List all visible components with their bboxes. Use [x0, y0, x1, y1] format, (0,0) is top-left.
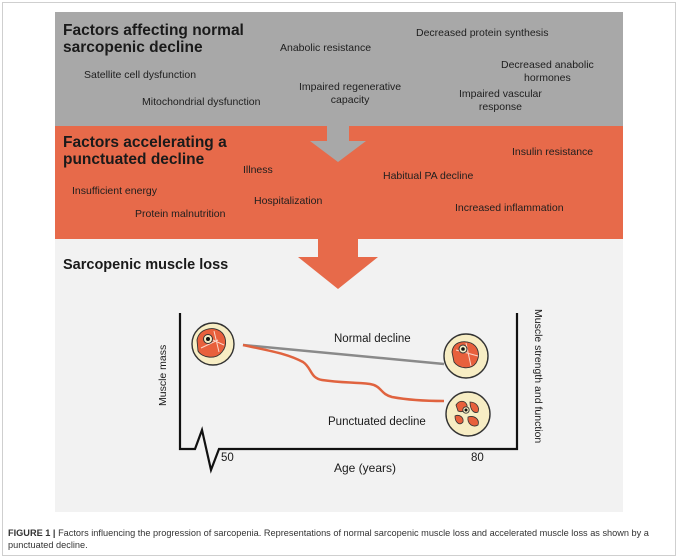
muscle-cross-section-healthy: [191, 322, 235, 366]
hormones-line2: hormones: [524, 72, 571, 84]
normal-heading-line2: sarcopenic decline: [63, 39, 203, 56]
factor-hospitalization: Hospitalization: [254, 195, 323, 207]
factor-increased-inflammation: Increased inflammation: [455, 202, 564, 214]
regenerative-line2: capacity: [330, 94, 370, 106]
factor-vascular-response: Impaired vascular response: [459, 88, 542, 114]
factor-insulin-resistance: Insulin resistance: [512, 146, 594, 158]
factor-protein-malnutrition: Protein malnutrition: [135, 208, 226, 220]
orange-down-arrow: [298, 239, 378, 289]
punctuated-decline-line: [242, 343, 445, 403]
y-axis-label-strength-function: Muscle strength and function: [532, 309, 544, 444]
accelerating-heading-line1: Factors accelerating a: [63, 134, 227, 151]
factor-satellite-cell: Satellite cell dysfunction: [84, 69, 197, 81]
accelerating-heading-line2: punctuated decline: [63, 151, 205, 168]
figure-caption: FIGURE 1 | Factors influencing the progr…: [8, 527, 672, 551]
normal-decline-panel: Factors affecting normal sarcopenic decl…: [55, 12, 623, 126]
muscle-cross-section-normal-aged: [443, 333, 489, 379]
caption-text: Factors influencing the progression of s…: [8, 528, 649, 550]
figure-number: FIGURE 1 |: [8, 528, 56, 538]
x-tick-80: 80: [471, 452, 484, 464]
vascular-line2: response: [478, 101, 523, 113]
vascular-line1: Impaired vascular: [459, 88, 542, 100]
hormones-line1: Decreased anabolic: [501, 59, 594, 71]
muscle-loss-heading: Sarcopenic muscle loss: [63, 257, 229, 273]
punctuated-decline-label: Punctuated decline: [328, 416, 426, 428]
factor-insufficient-energy: Insufficient energy: [72, 185, 158, 197]
factor-protein-synthesis: Decreased protein synthesis: [416, 27, 549, 39]
normal-decline-label: Normal decline: [334, 333, 411, 345]
left-axis: [178, 313, 519, 474]
x-axis-label: Age (years): [334, 461, 397, 475]
muscle-cross-section-punctuated: [445, 391, 491, 437]
factor-habitual-pa: Habitual PA decline: [383, 170, 474, 182]
grey-down-arrow: [310, 126, 366, 162]
normal-decline-heading: Factors affecting normal sarcopenic decl…: [63, 22, 244, 56]
factor-decreased-hormones: Decreased anabolic hormones: [501, 59, 594, 85]
accelerating-decline-heading: Factors accelerating a punctuated declin…: [63, 134, 227, 168]
regenerative-line1: Impaired regenerative: [299, 81, 402, 93]
y-axis-label-muscle-mass: Muscle mass: [157, 344, 169, 406]
normal-decline-line: [242, 343, 445, 366]
normal-heading-line1: Factors affecting normal: [63, 22, 244, 39]
accelerating-decline-panel: Factors accelerating a punctuated declin…: [55, 126, 623, 239]
factor-mitochondrial: Mitochondrial dysfunction: [142, 96, 261, 108]
factor-illness: Illness: [243, 164, 273, 176]
x-tick-50: 50: [221, 452, 234, 464]
factor-anabolic-resistance: Anabolic resistance: [280, 42, 372, 54]
factor-regenerative-capacity: Impaired regenerative capacity: [299, 81, 401, 107]
